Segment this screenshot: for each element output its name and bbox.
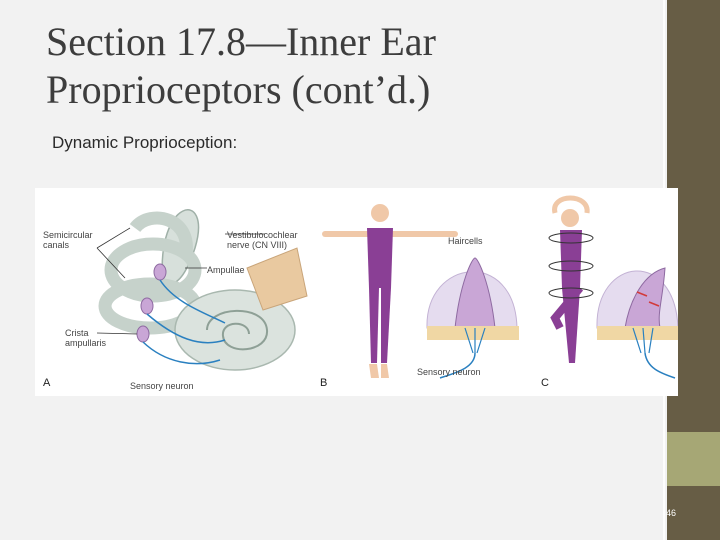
label-vestibulocochlear-line-1: Vestibulocochlear [227,230,298,240]
slide-title: Section 17.8—Inner Ear Proprioceptors (c… [46,18,646,114]
label-crista-ampullaris: Crista ampullaris [65,328,106,348]
label-crista-line-1: Crista [65,328,89,338]
label-semicircular-canals-line-2: canals [43,240,70,250]
slide-title-line-2: Proprioceptors (cont’d.) [46,67,431,112]
label-sensory-neuron-a: Sensory neuron [130,381,194,391]
sidebar-middle-band [667,432,720,486]
label-vestibulocochlear-nerve: Vestibulocochlear nerve (CN VIII) [227,230,298,250]
proprioception-figure: Semicircular canals Vestibulocochlear ne… [35,188,679,396]
label-ampullae: Ampullae [207,265,245,275]
label-semicircular-canals-line-1: Semicircular [43,230,93,240]
inner-ear-illustration [96,209,308,371]
label-sensory-neuron-b: Sensory neuron [417,367,481,377]
page-number: 46 [665,508,676,518]
ampulla-deflected-illustration [596,267,679,379]
label-crista-line-2: ampullaris [65,338,107,348]
panel-letter-c: C [541,377,549,389]
label-hair-cells: Haircells [448,236,483,246]
label-vestibulocochlear-line-2: nerve (CN VIII) [227,240,288,250]
figure-illustration [96,195,679,379]
panel-letter-b: B [320,377,328,389]
panel-letter-a: A [43,377,51,389]
dancer-spinning-illustration [548,195,594,363]
sidebar-bottom-band [667,486,720,540]
dancer-standing-illustration [322,204,458,378]
slide-subtitle: Dynamic Proprioception: [52,133,238,152]
ampulla-at-rest-illustration [426,257,519,379]
label-semicircular-canals: Semicircular canals [43,230,93,250]
slide-title-line-1: Section 17.8—Inner Ear [46,19,436,64]
